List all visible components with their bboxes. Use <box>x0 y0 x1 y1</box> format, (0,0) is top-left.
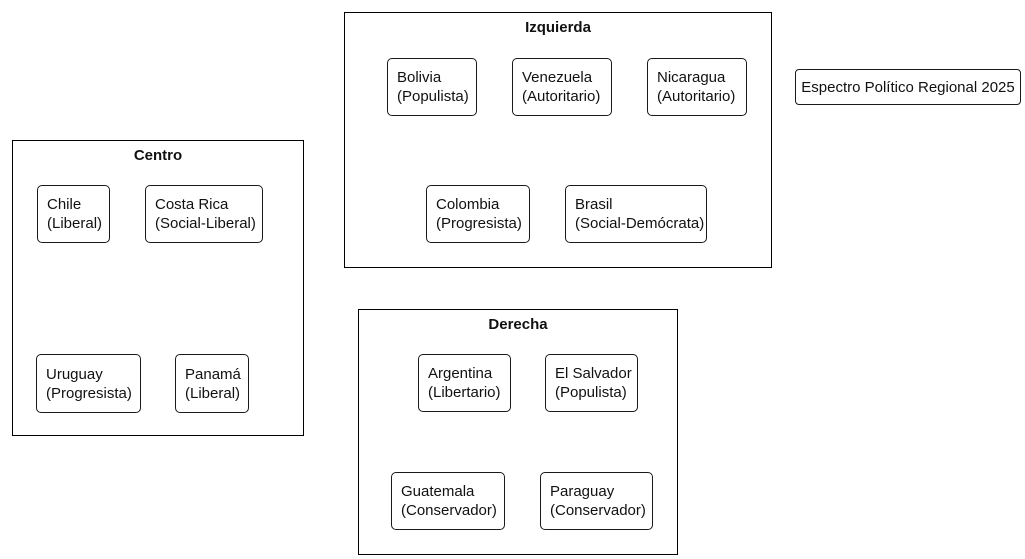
node-ideology: (Liberal) <box>185 384 241 402</box>
node-country: Guatemala <box>401 483 475 500</box>
node-chile: Chile (Liberal) <box>37 185 110 243</box>
node-ideology: (Autoritario) <box>522 88 601 105</box>
node-ideology: (Libertario) <box>428 384 501 401</box>
node-uruguay: Uruguay (Progresista) <box>36 354 141 413</box>
group-derecha-title: Derecha <box>488 316 548 333</box>
node-ideology: (Populista) <box>397 88 469 105</box>
node-country: Panamá <box>185 365 241 383</box>
node-ideology: (Conservador) <box>401 502 497 519</box>
node-bolivia: Bolivia (Populista) <box>387 58 477 116</box>
node-country: Paraguay <box>550 483 615 500</box>
group-izquierda-title: Izquierda <box>525 19 591 36</box>
node-country: Bolivia <box>397 69 442 86</box>
diagram-title-label: Espectro Político Regional 2025 <box>801 78 1015 96</box>
node-country: Venezuela <box>522 69 593 86</box>
node-ideology: (Social-Demócrata) <box>575 215 705 232</box>
node-country: El Salvador <box>555 365 632 382</box>
node-country: Chile <box>47 196 82 213</box>
node-ideology: (Progresista) <box>436 215 522 232</box>
node-costa-rica: Costa Rica (Social-Liberal) <box>145 185 263 243</box>
node-country: Uruguay <box>46 365 103 383</box>
group-izquierda: Izquierda <box>344 12 772 268</box>
node-brasil: Brasil (Social-Demócrata) <box>565 185 707 243</box>
node-argentina: Argentina (Libertario) <box>418 354 511 412</box>
node-country: Brasil <box>575 196 613 213</box>
node-ideology: (Autoritario) <box>657 88 736 105</box>
node-nicaragua: Nicaragua (Autoritario) <box>647 58 747 116</box>
node-colombia: Colombia (Progresista) <box>426 185 530 243</box>
node-venezuela: Venezuela (Autoritario) <box>512 58 612 116</box>
node-country: Argentina <box>428 365 493 382</box>
node-diagram-title: Espectro Político Regional 2025 <box>795 69 1021 105</box>
node-guatemala: Guatemala (Conservador) <box>391 472 505 530</box>
node-ideology: (Liberal) <box>47 215 103 232</box>
group-centro-title: Centro <box>133 147 183 164</box>
node-el-salvador: El Salvador (Populista) <box>545 354 638 412</box>
node-ideology: (Conservador) <box>550 502 646 519</box>
node-ideology: (Populista) <box>555 384 627 401</box>
node-panama: Panamá (Liberal) <box>175 354 249 413</box>
node-country: Costa Rica <box>155 196 229 213</box>
node-country: Nicaragua <box>657 69 726 86</box>
node-country: Colombia <box>436 196 500 213</box>
node-paraguay: Paraguay (Conservador) <box>540 472 653 530</box>
node-ideology: (Social-Liberal) <box>155 215 256 232</box>
node-ideology: (Progresista) <box>46 384 132 402</box>
